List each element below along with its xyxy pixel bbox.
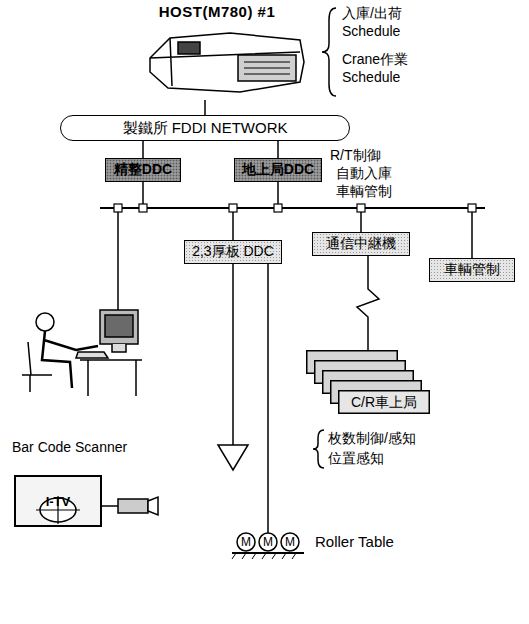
onboard-station-stack: C/R車上局 [306, 350, 430, 414]
host-screen [178, 42, 200, 54]
motor-symbol-label: M [259, 533, 277, 551]
node-label: 製鐵所 FDDI NETWORK [123, 119, 288, 138]
roller-motor [281, 533, 299, 551]
host-panel [238, 55, 296, 81]
network-link [142, 141, 144, 158]
camera [118, 499, 148, 513]
note-label: 車輌管制 [336, 182, 392, 200]
network-link [277, 141, 279, 158]
roller-motor [237, 533, 255, 551]
note-label: Crane作業 Schedule [342, 50, 434, 86]
node-label: 地上局DDC [242, 161, 314, 179]
node-label: 2,3厚板 DDC [192, 243, 274, 261]
node-label: 通信中継機 [326, 235, 396, 253]
node-label: 車輌管制 [444, 261, 500, 279]
camera-cable [102, 505, 118, 507]
node-label: 精整DDC [114, 161, 172, 179]
wireless-link [357, 256, 379, 350]
station-card [339, 391, 430, 414]
ddc-box: 地上局DDC [234, 158, 322, 182]
bus-tap [229, 204, 237, 212]
note-label: 自動入庫 [336, 164, 392, 182]
host-computer [150, 33, 304, 92]
operator-head [36, 313, 54, 331]
bracket [313, 430, 324, 468]
itv-monitor: I-TV [14, 475, 102, 527]
motor-symbol-label: M [237, 533, 255, 551]
host-panel-lines [244, 62, 290, 74]
note-label: R/T制御 [330, 146, 381, 164]
bus-tap [468, 204, 476, 212]
note-label: 入庫/出荷 Schedule [342, 4, 434, 40]
roller-table-hatch [232, 553, 296, 559]
vehicle-control-box: 車輌管制 [429, 258, 515, 282]
relay-box: 通信中継機 [312, 232, 410, 256]
roller-motor [259, 533, 277, 551]
terminal-monitor [100, 310, 138, 344]
network-link [204, 100, 206, 115]
node-label: I-TV [41, 493, 76, 510]
host-computer-node: HOST(M780) #1 [125, 3, 310, 100]
note-label: 枚数制御/感知 [328, 429, 416, 447]
camera-lens [148, 497, 158, 515]
node-label: C/R車上局 [338, 390, 430, 414]
motor-symbol-label: M [281, 533, 299, 551]
chair [22, 342, 52, 392]
roller-table-base [232, 552, 304, 554]
ddc-box: 精整DDC [105, 158, 181, 182]
bus-drop [118, 182, 472, 310]
ddc-box: 2,3厚板 DDC [184, 240, 282, 264]
bus-tap [139, 204, 147, 212]
note-label: Roller Table [315, 533, 394, 551]
network-box: 製鐵所 FDDI NETWORK [60, 115, 350, 141]
bracket [322, 8, 336, 96]
barcode-scanner-symbol [218, 445, 248, 470]
bus-tap [114, 204, 122, 212]
note-label: Bar Code Scanner [12, 438, 127, 456]
desk [80, 360, 142, 396]
terminal-screen [105, 315, 133, 337]
lan-bus [100, 207, 485, 209]
signal-line [233, 264, 268, 533]
note-label: 位置感知 [328, 449, 384, 467]
terminal-keyboard [76, 344, 126, 358]
node-label: HOST(M780) #1 [159, 3, 276, 20]
host-computer-edge [150, 38, 300, 86]
bus-tap [357, 204, 365, 212]
bus-tap [274, 204, 282, 212]
